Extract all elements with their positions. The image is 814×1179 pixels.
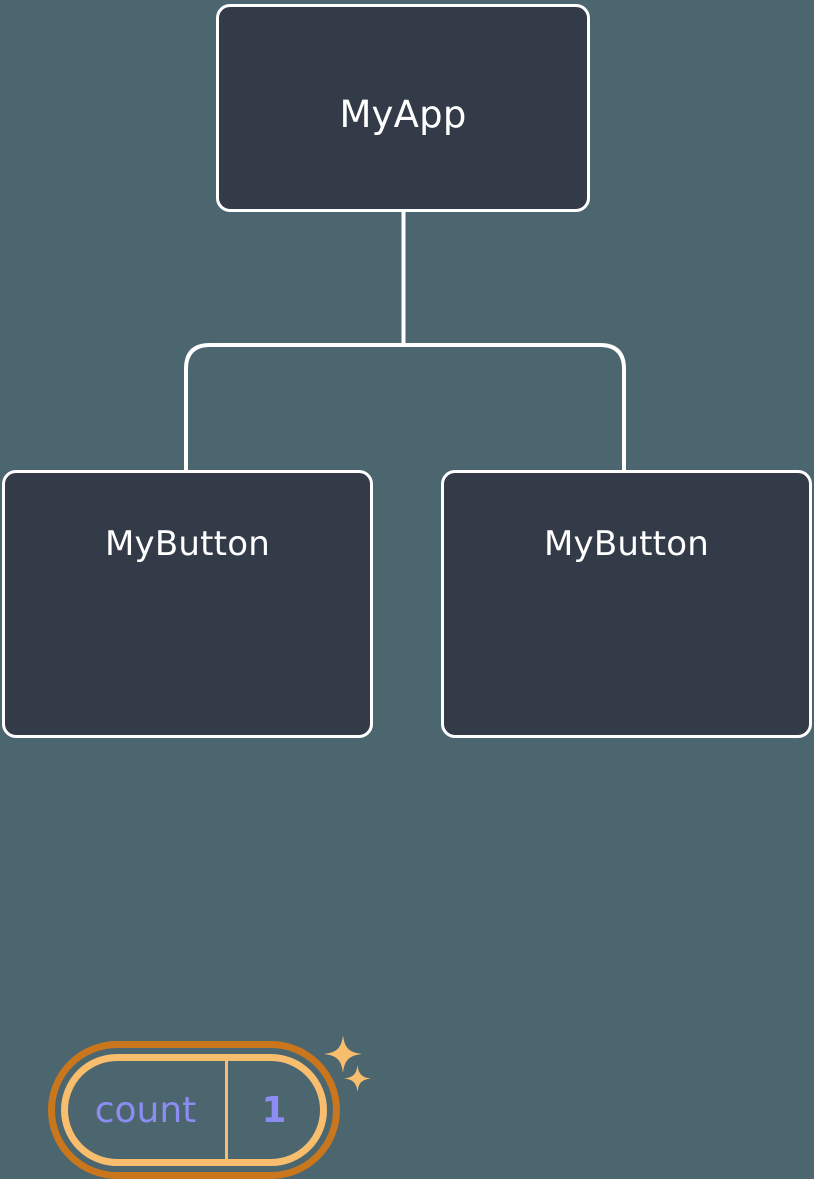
- node-mybutton-left-label: MyButton: [105, 524, 270, 564]
- state-pill-inner-ring: count 1: [61, 1054, 327, 1166]
- component-tree-diagram: MyApp MyButton count 1 MyButton count 0: [2, 4, 812, 1179]
- connector-branch-bus: [184, 343, 626, 472]
- node-mybutton-right-label: MyButton: [544, 524, 709, 564]
- sparkle-small-icon: [344, 1065, 371, 1092]
- state-pill-value-left: 1: [261, 1089, 287, 1131]
- sparkle-large-icon: [324, 1035, 362, 1073]
- tree-connector-lines: [184, 211, 626, 472]
- state-pill-key-left: count: [68, 1061, 228, 1159]
- node-mybutton-left[interactable]: MyButton count 1: [2, 470, 373, 1179]
- node-myapp-label: MyApp: [339, 93, 467, 136]
- node-mybutton-right[interactable]: MyButton count 0: [441, 470, 812, 738]
- node-myapp[interactable]: MyApp: [216, 4, 590, 212]
- state-pill-count-highlighted[interactable]: count 1: [48, 1041, 340, 1179]
